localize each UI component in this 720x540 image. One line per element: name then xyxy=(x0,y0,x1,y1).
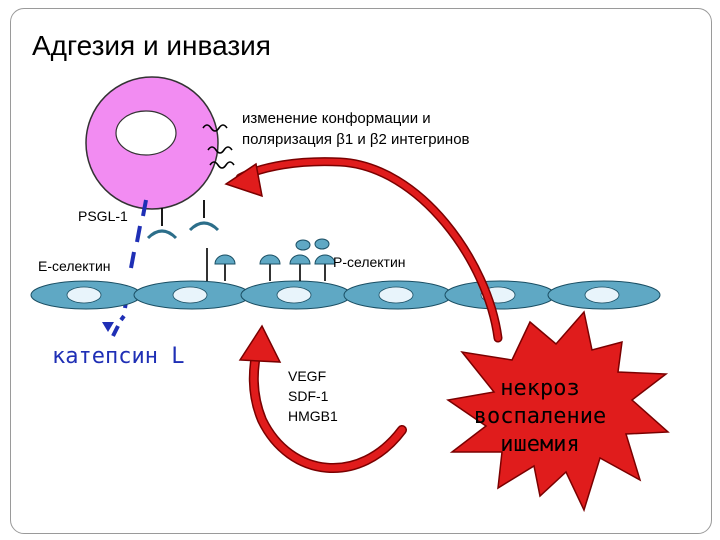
factor-vegf: VEGF xyxy=(288,368,327,384)
slide-title: Адгезия и инвазия xyxy=(32,30,271,61)
arrow-head-integrins xyxy=(224,162,263,198)
damage-ischemia: ишемия xyxy=(500,432,580,457)
arrow-head-endothelium xyxy=(238,324,282,363)
factor-sdf1: SDF-1 xyxy=(288,388,329,404)
leukocyte-cell xyxy=(85,76,219,210)
damage-text: некроз воспаление ишемия xyxy=(450,375,630,459)
damage-necrosis: некроз xyxy=(500,376,580,401)
integrin-squiggles xyxy=(202,124,235,169)
p-selectin-label: Р-селектин xyxy=(333,254,406,270)
leukocyte-receptors xyxy=(146,200,220,240)
arrow-to-integrins xyxy=(235,157,503,343)
p-selectin-heads xyxy=(214,238,336,265)
damage-inflammation: воспаление xyxy=(473,404,607,429)
endothelial-layer xyxy=(30,280,661,310)
integrin-note-line2: поляризация β1 и β2 интегринов xyxy=(242,131,470,148)
integrin-note: изменение конформации и поляризация β1 и… xyxy=(242,108,470,150)
selectin-stalks xyxy=(206,248,326,281)
integrin-note-line1: изменение конформации и xyxy=(242,110,431,127)
cathepsin-label: катепсин L xyxy=(52,344,185,369)
growth-factors: VEGF SDF-1 HMGB1 xyxy=(288,366,338,426)
cathepsin-pointer xyxy=(102,322,114,332)
factor-hmgb1: HMGB1 xyxy=(288,408,338,424)
damage-star xyxy=(446,310,670,513)
psgl-label: PSGL-1 xyxy=(78,208,128,224)
e-selectin-label: Е-селектин xyxy=(38,258,111,274)
